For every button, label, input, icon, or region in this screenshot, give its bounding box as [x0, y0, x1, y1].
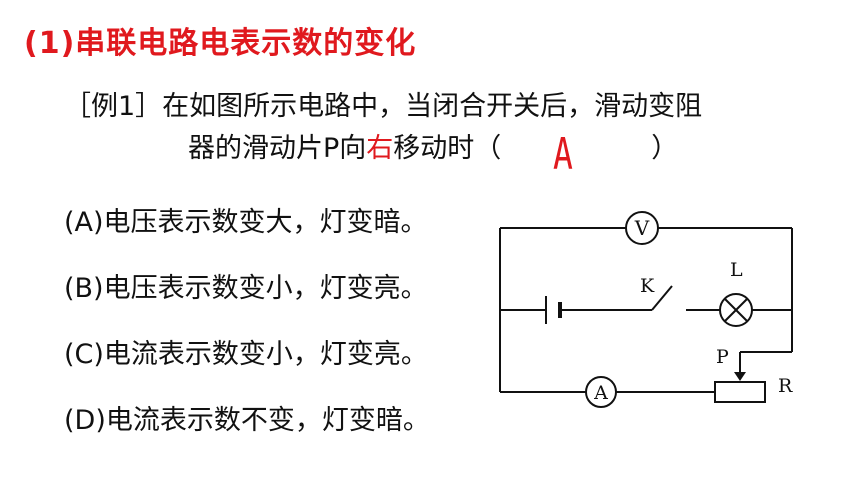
slider-arrow-icon	[734, 372, 746, 381]
question-line-2: 器的滑动片P向右移动时（ ）	[188, 126, 678, 165]
direction-highlight: 右	[366, 133, 394, 164]
ammeter-icon	[585, 376, 617, 408]
question-line-2-suffix: 移动时（	[393, 133, 502, 164]
question-line-1: ［例1］在如图所示电路中，当闭合开关后，滑动变阻	[64, 91, 703, 122]
option-b: (B)电压表示数变小，灯变亮。	[64, 273, 428, 304]
slide-title: (1)串联电路电表示数的变化	[24, 26, 417, 61]
slider-label: P	[716, 346, 729, 368]
voltmeter-label: V	[634, 216, 650, 240]
ammeter-label: A	[593, 382, 608, 404]
lamp-label: L	[730, 259, 743, 281]
option-d: (D)电流表示数不变，灯变暗。	[64, 405, 430, 436]
switch-blade	[651, 285, 673, 311]
circuit-diagram: V A L K P R	[499, 211, 793, 408]
switch-label: K	[640, 275, 655, 297]
answer-paren-close: ）	[651, 133, 679, 164]
resistor-r	[714, 381, 766, 403]
question-line-2-prefix: 器的滑动片P向	[188, 133, 367, 164]
answer-text: A	[553, 129, 573, 180]
option-c: (C)电流表示数变小，灯变亮。	[64, 339, 428, 370]
option-a: (A)电压表示数变大，灯变暗。	[64, 207, 428, 238]
resistor-label: R	[778, 375, 793, 397]
voltmeter-icon	[625, 211, 659, 245]
